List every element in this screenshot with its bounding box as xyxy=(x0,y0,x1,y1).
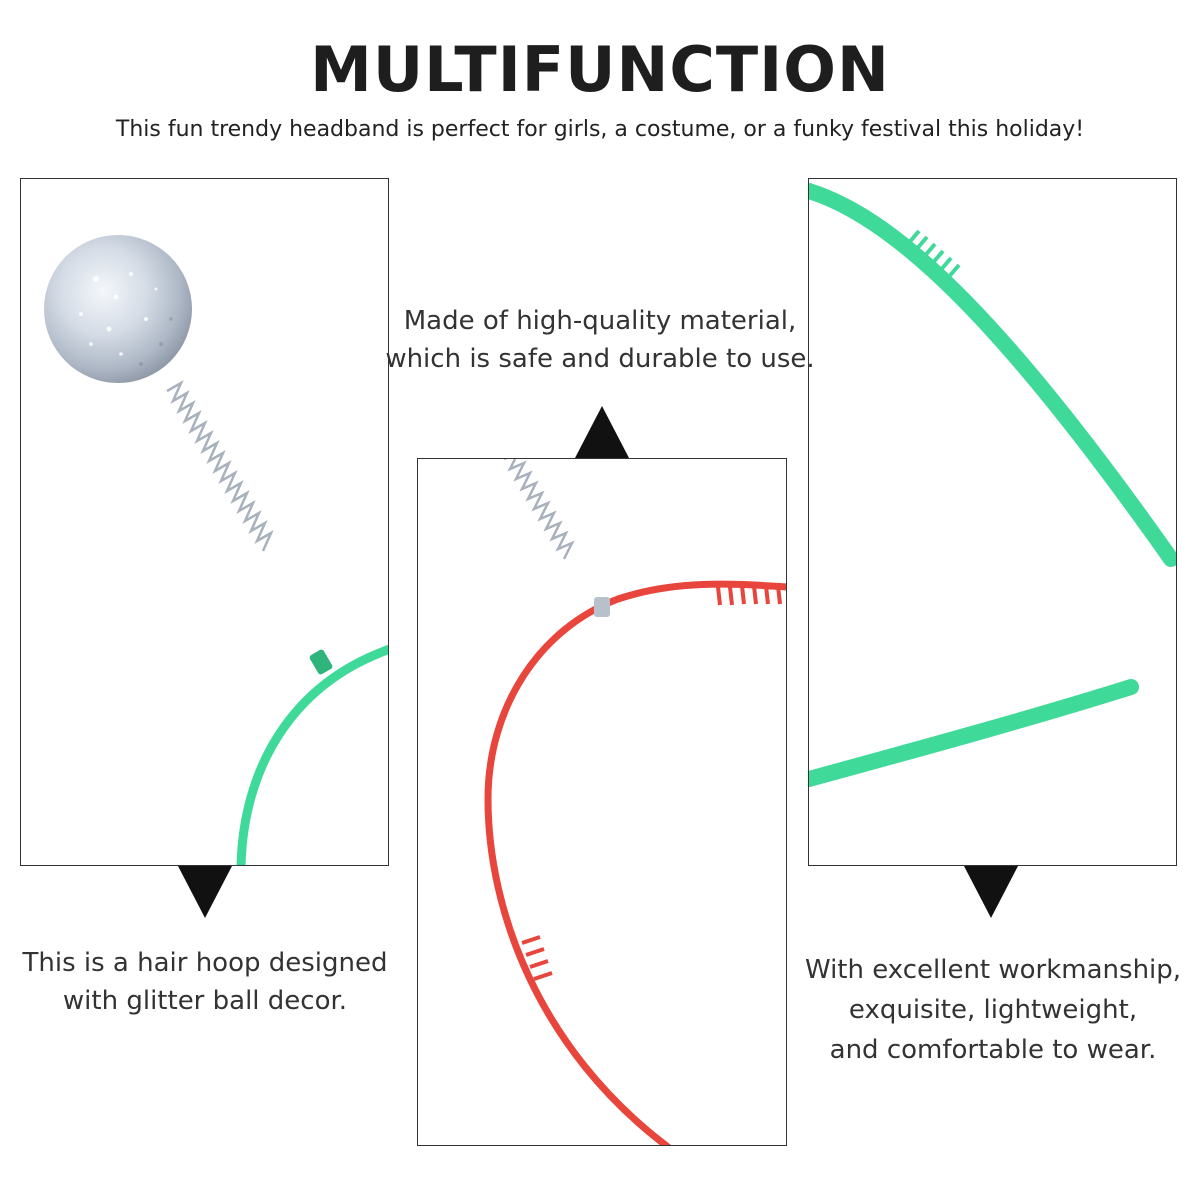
caption-line: This is a hair hoop designed xyxy=(22,948,388,978)
spring-base-shape xyxy=(594,597,610,617)
glitter-ball-shape xyxy=(44,235,192,383)
spring-shape xyxy=(504,459,575,560)
spring-shape xyxy=(166,380,274,552)
caption-line: exquisite, lightweight, xyxy=(848,995,1138,1025)
glitter-ball-illustration xyxy=(44,235,388,865)
caption-line: With excellent workmanship, xyxy=(804,955,1182,985)
caption-line: Made of high-quality material, xyxy=(403,306,797,336)
page-subtitle: This fun trendy headband is perfect for … xyxy=(115,117,1085,142)
caption-material: Made of high-quality material, which is … xyxy=(385,302,815,378)
red-headband-illustration xyxy=(484,459,786,1145)
triangle-down-icon xyxy=(178,866,232,918)
product-image-red-headband xyxy=(417,458,787,1146)
page-title: MULTIFUNCTION xyxy=(310,33,890,106)
green-band-upper-shape xyxy=(809,183,1176,567)
red-band-shape xyxy=(484,580,786,1145)
green-band-teeth-shape xyxy=(905,229,961,281)
glitter-sparkles-shape xyxy=(79,272,158,356)
triangle-down-icon xyxy=(964,866,1018,918)
red-band-teeth-shape xyxy=(521,585,782,981)
caption-line: with glitter ball decor. xyxy=(62,986,348,1016)
green-headband-illustration xyxy=(809,183,1176,787)
caption-line: which is safe and durable to use. xyxy=(385,344,815,374)
green-band-lower-shape xyxy=(809,679,1139,787)
spring-base-shape xyxy=(309,649,333,675)
caption-workmanship: With excellent workmanship, exquisite, l… xyxy=(790,950,1196,1070)
green-band-shape xyxy=(236,644,388,865)
caption-glitter-ball: This is a hair hoop designed with glitte… xyxy=(0,944,410,1020)
triangle-up-icon xyxy=(575,406,629,458)
product-image-glitter-ball xyxy=(20,178,389,866)
caption-line: and comfortable to wear. xyxy=(829,1035,1157,1065)
product-image-green-headband xyxy=(808,178,1177,866)
